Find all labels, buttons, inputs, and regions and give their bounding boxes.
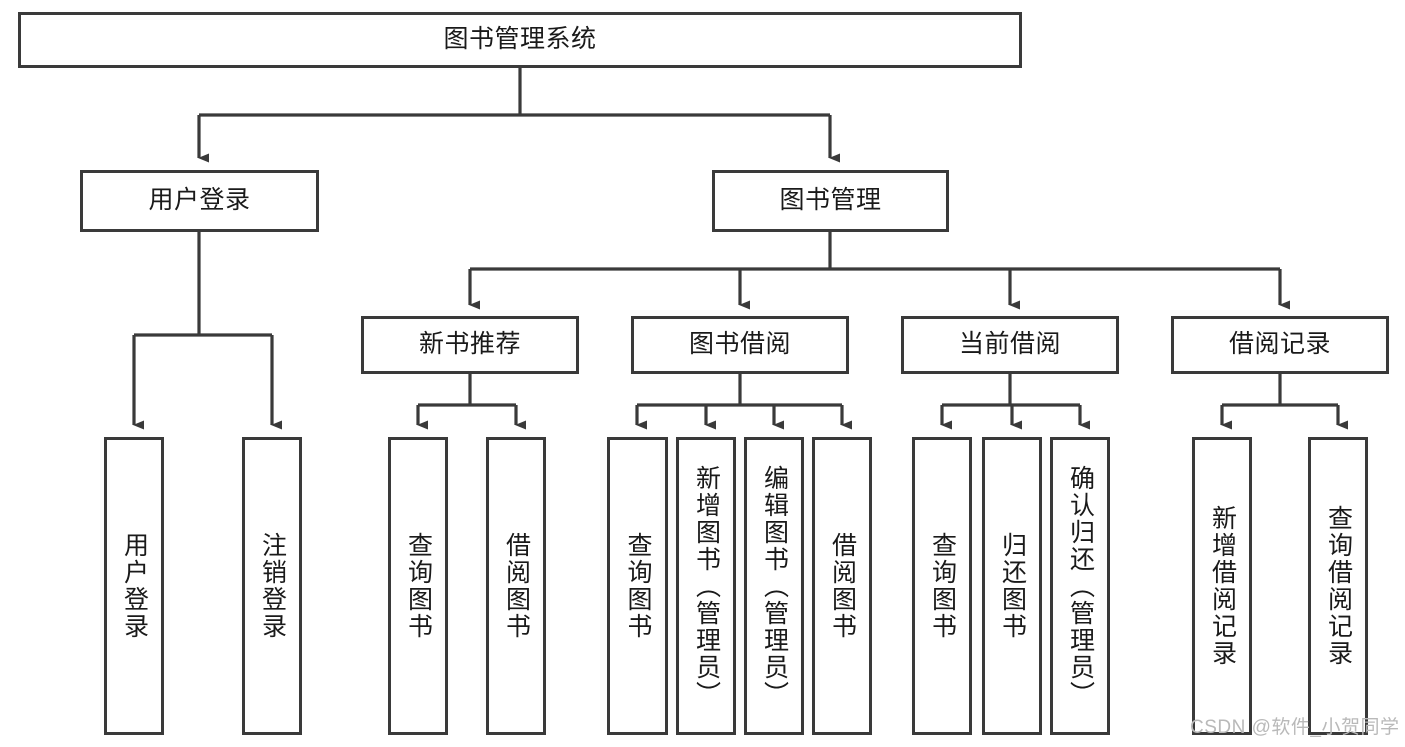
node-leaf-borrow-book-2-label: 借阅图书 xyxy=(828,532,857,640)
node-leaf-query-book-1[interactable]: 查询图书 xyxy=(388,437,448,735)
node-leaf-query-book-3-label: 查询图书 xyxy=(928,532,957,640)
node-new-book-rec-label: 新书推荐 xyxy=(418,330,521,359)
node-leaf-add-book-label: 新增图书（管理员） xyxy=(692,464,721,708)
node-book-borrow[interactable]: 图书借阅 xyxy=(631,316,849,374)
node-root[interactable]: 图书管理系统 xyxy=(18,12,1022,68)
node-leaf-user-login-label: 用户登录 xyxy=(120,532,149,640)
node-leaf-return-book[interactable]: 归还图书 xyxy=(982,437,1042,735)
node-current-borrow-label: 当前借阅 xyxy=(958,330,1061,359)
node-leaf-add-book[interactable]: 新增图书（管理员） xyxy=(676,437,736,735)
node-borrow-record[interactable]: 借阅记录 xyxy=(1171,316,1389,374)
node-leaf-query-record-label: 查询借阅记录 xyxy=(1324,505,1353,667)
node-new-book-rec[interactable]: 新书推荐 xyxy=(361,316,579,374)
node-leaf-logout-label: 注销登录 xyxy=(258,532,287,640)
node-leaf-borrow-book-1[interactable]: 借阅图书 xyxy=(486,437,546,735)
node-borrow-record-label: 借阅记录 xyxy=(1228,330,1331,359)
node-leaf-query-book-2[interactable]: 查询图书 xyxy=(607,437,668,735)
node-book-borrow-label: 图书借阅 xyxy=(688,330,791,359)
csdn-watermark: CSDN @软件_小贺同学 xyxy=(1190,717,1400,738)
node-leaf-query-book-2-label: 查询图书 xyxy=(624,532,652,640)
node-user-login-label: 用户登录 xyxy=(148,186,251,215)
node-leaf-query-book-1-label: 查询图书 xyxy=(404,532,433,640)
node-leaf-borrow-book-1-label: 借阅图书 xyxy=(502,532,531,640)
node-root-label: 图书管理系统 xyxy=(443,25,597,54)
node-leaf-confirm-return-label: 确认归还（管理员） xyxy=(1066,464,1095,708)
node-leaf-edit-book-label: 编辑图书（管理员） xyxy=(760,464,789,708)
node-book-manage[interactable]: 图书管理 xyxy=(712,170,949,232)
node-leaf-confirm-return[interactable]: 确认归还（管理员） xyxy=(1050,437,1110,735)
node-book-manage-label: 图书管理 xyxy=(779,186,882,215)
node-leaf-add-record[interactable]: 新增借阅记录 xyxy=(1192,437,1252,735)
node-leaf-user-login[interactable]: 用户登录 xyxy=(104,437,164,735)
node-leaf-borrow-book-2[interactable]: 借阅图书 xyxy=(812,437,872,735)
node-leaf-query-book-3[interactable]: 查询图书 xyxy=(912,437,972,735)
node-leaf-add-record-label: 新增借阅记录 xyxy=(1208,505,1237,667)
node-leaf-logout[interactable]: 注销登录 xyxy=(242,437,302,735)
node-leaf-edit-book[interactable]: 编辑图书（管理员） xyxy=(744,437,804,735)
node-user-login[interactable]: 用户登录 xyxy=(80,170,319,232)
node-leaf-query-record[interactable]: 查询借阅记录 xyxy=(1308,437,1368,735)
node-leaf-return-book-label: 归还图书 xyxy=(998,532,1027,640)
node-current-borrow[interactable]: 当前借阅 xyxy=(901,316,1119,374)
